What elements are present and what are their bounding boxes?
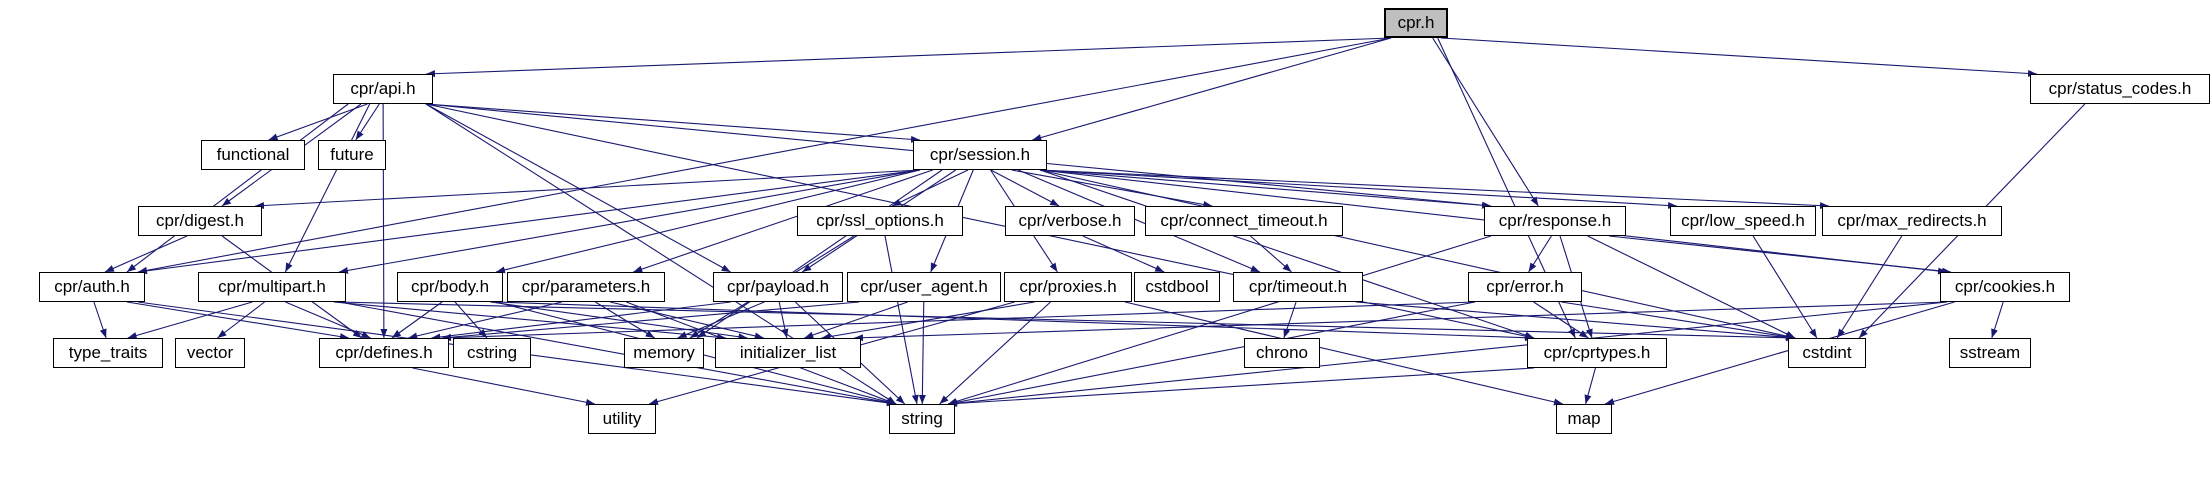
graph-node-payload[interactable]: cpr/payload.h xyxy=(713,272,843,302)
graph-node-low_speed[interactable]: cpr/low_speed.h xyxy=(1670,206,1816,236)
graph-node-error[interactable]: cpr/error.h xyxy=(1468,272,1582,302)
graph-node-memory: memory xyxy=(624,338,704,368)
graph-node-max_redirects[interactable]: cpr/max_redirects.h xyxy=(1822,206,2002,236)
graph-node-type_traits: type_traits xyxy=(53,338,163,368)
graph-node-cstdint: cstdint xyxy=(1788,338,1866,368)
graph-node-cpr: cpr.h xyxy=(1384,8,1448,38)
graph-node-cookies[interactable]: cpr/cookies.h xyxy=(1940,272,2070,302)
graph-node-utility: utility xyxy=(588,404,656,434)
graph-node-verbose[interactable]: cpr/verbose.h xyxy=(1005,206,1135,236)
graph-node-ssl_options[interactable]: cpr/ssl_options.h xyxy=(797,206,963,236)
graph-node-map: map xyxy=(1556,404,1612,434)
graph-node-functional: functional xyxy=(201,140,305,170)
graph-node-initializer_list: initializer_list xyxy=(715,338,861,368)
graph-node-connect_timeout[interactable]: cpr/connect_timeout.h xyxy=(1145,206,1343,236)
graph-node-parameters[interactable]: cpr/parameters.h xyxy=(507,272,665,302)
graph-node-timeout[interactable]: cpr/timeout.h xyxy=(1233,272,1363,302)
graph-node-string: string xyxy=(889,404,955,434)
graph-node-multipart[interactable]: cpr/multipart.h xyxy=(198,272,346,302)
graph-node-session[interactable]: cpr/session.h xyxy=(913,140,1047,170)
graph-node-proxies[interactable]: cpr/proxies.h xyxy=(1004,272,1132,302)
graph-node-user_agent[interactable]: cpr/user_agent.h xyxy=(847,272,1001,302)
graph-node-cstring: cstring xyxy=(453,338,531,368)
graph-node-sstream: sstream xyxy=(1949,338,2031,368)
graph-node-defines[interactable]: cpr/defines.h xyxy=(319,338,449,368)
graph-node-chrono: chrono xyxy=(1244,338,1320,368)
graph-node-api[interactable]: cpr/api.h xyxy=(333,74,433,104)
graph-node-digest[interactable]: cpr/digest.h xyxy=(138,206,262,236)
graph-node-status_codes[interactable]: cpr/status_codes.h xyxy=(2030,74,2210,104)
graph-node-auth[interactable]: cpr/auth.h xyxy=(39,272,145,302)
graph-node-response[interactable]: cpr/response.h xyxy=(1484,206,1626,236)
graph-node-future: future xyxy=(318,140,386,170)
graph-node-body[interactable]: cpr/body.h xyxy=(397,272,503,302)
graph-node-cprtypes[interactable]: cpr/cprtypes.h xyxy=(1527,338,1667,368)
graph-node-vector: vector xyxy=(175,338,245,368)
graph-node-cstdbool: cstdbool xyxy=(1134,272,1220,302)
